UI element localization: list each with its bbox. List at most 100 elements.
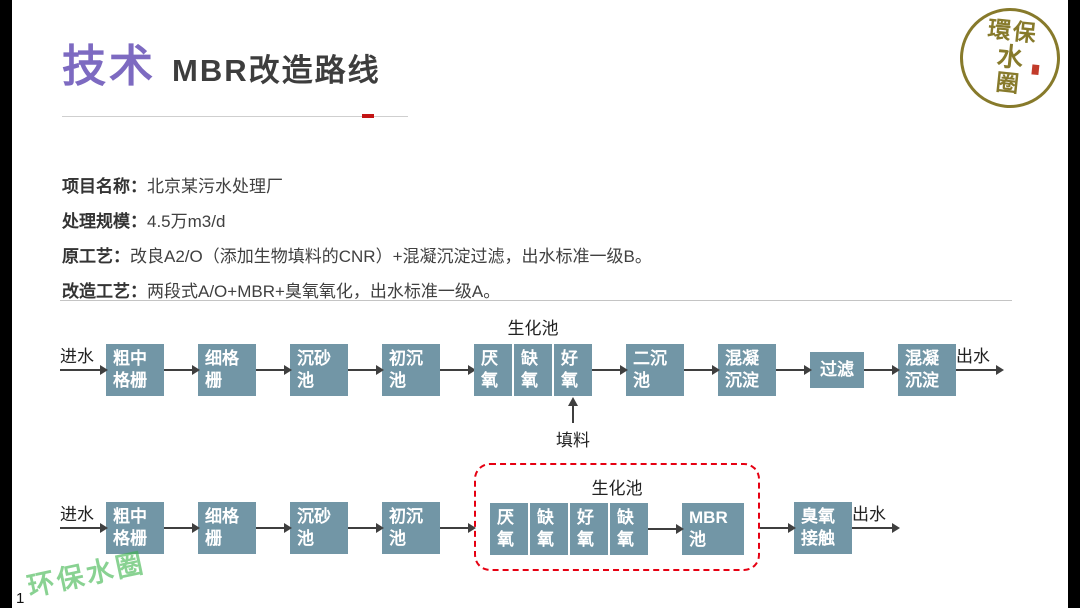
process-box-label: 初沉	[389, 348, 423, 368]
flow-original-process: 进水粗中格栅细格栅沉砂池初沉池生化池厌氧缺氧好氧填料二沉池混凝沉淀过滤混凝沉淀出…	[60, 319, 1004, 450]
process-box-label: 厌	[497, 507, 514, 527]
process-box-label: 池	[389, 529, 406, 548]
title-red-dash	[362, 114, 374, 118]
process-box-label: 混凝	[905, 348, 939, 368]
process-box: 缺氧	[514, 344, 552, 396]
process-box-label: 沉淀	[725, 371, 759, 390]
logo-text: 水	[995, 42, 1025, 74]
info-value: 北京某污水处理厂	[147, 177, 283, 196]
flow-arrow	[440, 365, 476, 375]
flow-io: 进水	[60, 347, 108, 376]
process-box-label: 池	[633, 371, 650, 390]
flow-arrow	[348, 523, 384, 533]
process-box-label: 栅	[205, 371, 222, 390]
process-box-label: 缺	[617, 507, 634, 527]
bio-cluster: 厌氧缺氧好氧	[474, 344, 592, 396]
process-box-label: 粗中	[113, 506, 147, 526]
flow-arrow	[648, 524, 684, 534]
flow-arrow	[60, 365, 108, 375]
process-box: 粗中格栅	[106, 344, 164, 396]
process-box-label: 厌	[481, 348, 498, 368]
flow-arrow	[164, 365, 200, 375]
process-box-label: 氧	[537, 530, 554, 549]
left-black-bar	[0, 0, 12, 608]
info-label: 改造工艺：	[62, 282, 147, 301]
title-underline	[62, 114, 408, 118]
io-label: 出水	[852, 505, 886, 524]
flow-arrow	[776, 365, 812, 375]
process-box: 厌氧	[474, 344, 512, 396]
process-box: 混凝沉淀	[718, 344, 776, 396]
right-black-bar	[1068, 0, 1080, 608]
process-box: 二沉池	[626, 344, 684, 396]
process-box-label: 过滤	[820, 359, 854, 379]
process-box-label: 混凝	[725, 348, 759, 368]
flow-io: 进水	[60, 505, 108, 534]
info-label: 处理规模：	[62, 212, 147, 231]
process-box-label: MBR	[689, 507, 728, 527]
process-box-label: 栅	[205, 529, 222, 548]
process-box-label: 氧	[481, 371, 498, 390]
process-box-label: 氧	[577, 530, 594, 549]
flow-arrow	[684, 365, 720, 375]
process-box-label: 二沉	[633, 348, 667, 368]
info-label: 原工艺：	[62, 247, 130, 266]
flow-arrow	[60, 523, 108, 533]
info-line: 处理规模：4.5万m3/d	[62, 207, 652, 232]
process-box: 沉砂池	[290, 344, 348, 396]
brand-logo: 環保 水 圈	[955, 3, 1065, 113]
process-box-label: 缺	[521, 348, 538, 368]
process-box: 粗中格栅	[106, 502, 164, 554]
process-box: 细格栅	[198, 344, 256, 396]
flow-io: 出水	[852, 505, 900, 534]
page-title: 技术 MBR改造路线	[62, 30, 381, 94]
title-main: MBR改造路线	[172, 53, 381, 88]
process-box: 厌氧	[490, 503, 528, 555]
process-box: 过滤	[810, 352, 864, 388]
process-box-label: 氧	[497, 530, 514, 549]
process-box: 初沉池	[382, 344, 440, 396]
process-box-label: 粗中	[113, 348, 147, 368]
process-box-label: 初沉	[389, 506, 423, 526]
flow-arrow	[760, 523, 796, 533]
io-label: 进水	[60, 505, 94, 524]
title-accent: 技术	[62, 42, 156, 91]
flow-arrow	[348, 365, 384, 375]
process-box-label: 氧	[617, 530, 634, 549]
section-divider	[60, 300, 1012, 301]
process-box-label: 沉砂	[297, 348, 331, 368]
up-arrow-icon	[568, 397, 578, 423]
process-box: 细格栅	[198, 502, 256, 554]
flow-arrow	[256, 365, 292, 375]
flow-arrow	[164, 523, 200, 533]
process-box-label: 缺	[537, 507, 554, 527]
flow-io: 出水	[956, 347, 1004, 376]
info-label: 项目名称：	[62, 177, 147, 196]
process-box-label: 池	[389, 371, 406, 390]
info-value: 改良A2/O（添加生物填料的CNR）+混凝沉淀过滤，出水标准一级B。	[130, 247, 652, 266]
process-box-label: 接触	[801, 529, 835, 548]
flow-arrow	[592, 365, 628, 375]
bio-cluster: 厌氧缺氧好氧缺氧	[490, 503, 648, 555]
info-value: 两段式A/O+MBR+臭氧氧化，出水标准一级A。	[147, 282, 501, 301]
bio-group-label: 生化池	[507, 319, 559, 338]
process-box: MBR 池	[682, 503, 744, 555]
process-box-label: 格栅	[113, 529, 147, 548]
process-box-label: 氧	[521, 371, 538, 390]
process-box-label: 细格	[205, 506, 239, 526]
process-box: 缺氧	[610, 503, 648, 555]
process-box: 好氧	[570, 503, 608, 555]
info-value: 4.5万m3/d	[147, 212, 226, 231]
process-box-label: 池	[689, 530, 706, 549]
io-label: 出水	[956, 347, 990, 366]
process-box: 初沉池	[382, 502, 440, 554]
process-box-label: 臭氧	[801, 506, 835, 526]
process-box: 混凝沉淀	[898, 344, 956, 396]
io-label: 进水	[60, 347, 94, 366]
flow-arrow	[852, 523, 900, 533]
filler-feed: 填料	[556, 397, 590, 451]
info-line: 改造工艺：两段式A/O+MBR+臭氧氧化，出水标准一级A。	[62, 277, 652, 302]
process-box: 沉砂池	[290, 502, 348, 554]
